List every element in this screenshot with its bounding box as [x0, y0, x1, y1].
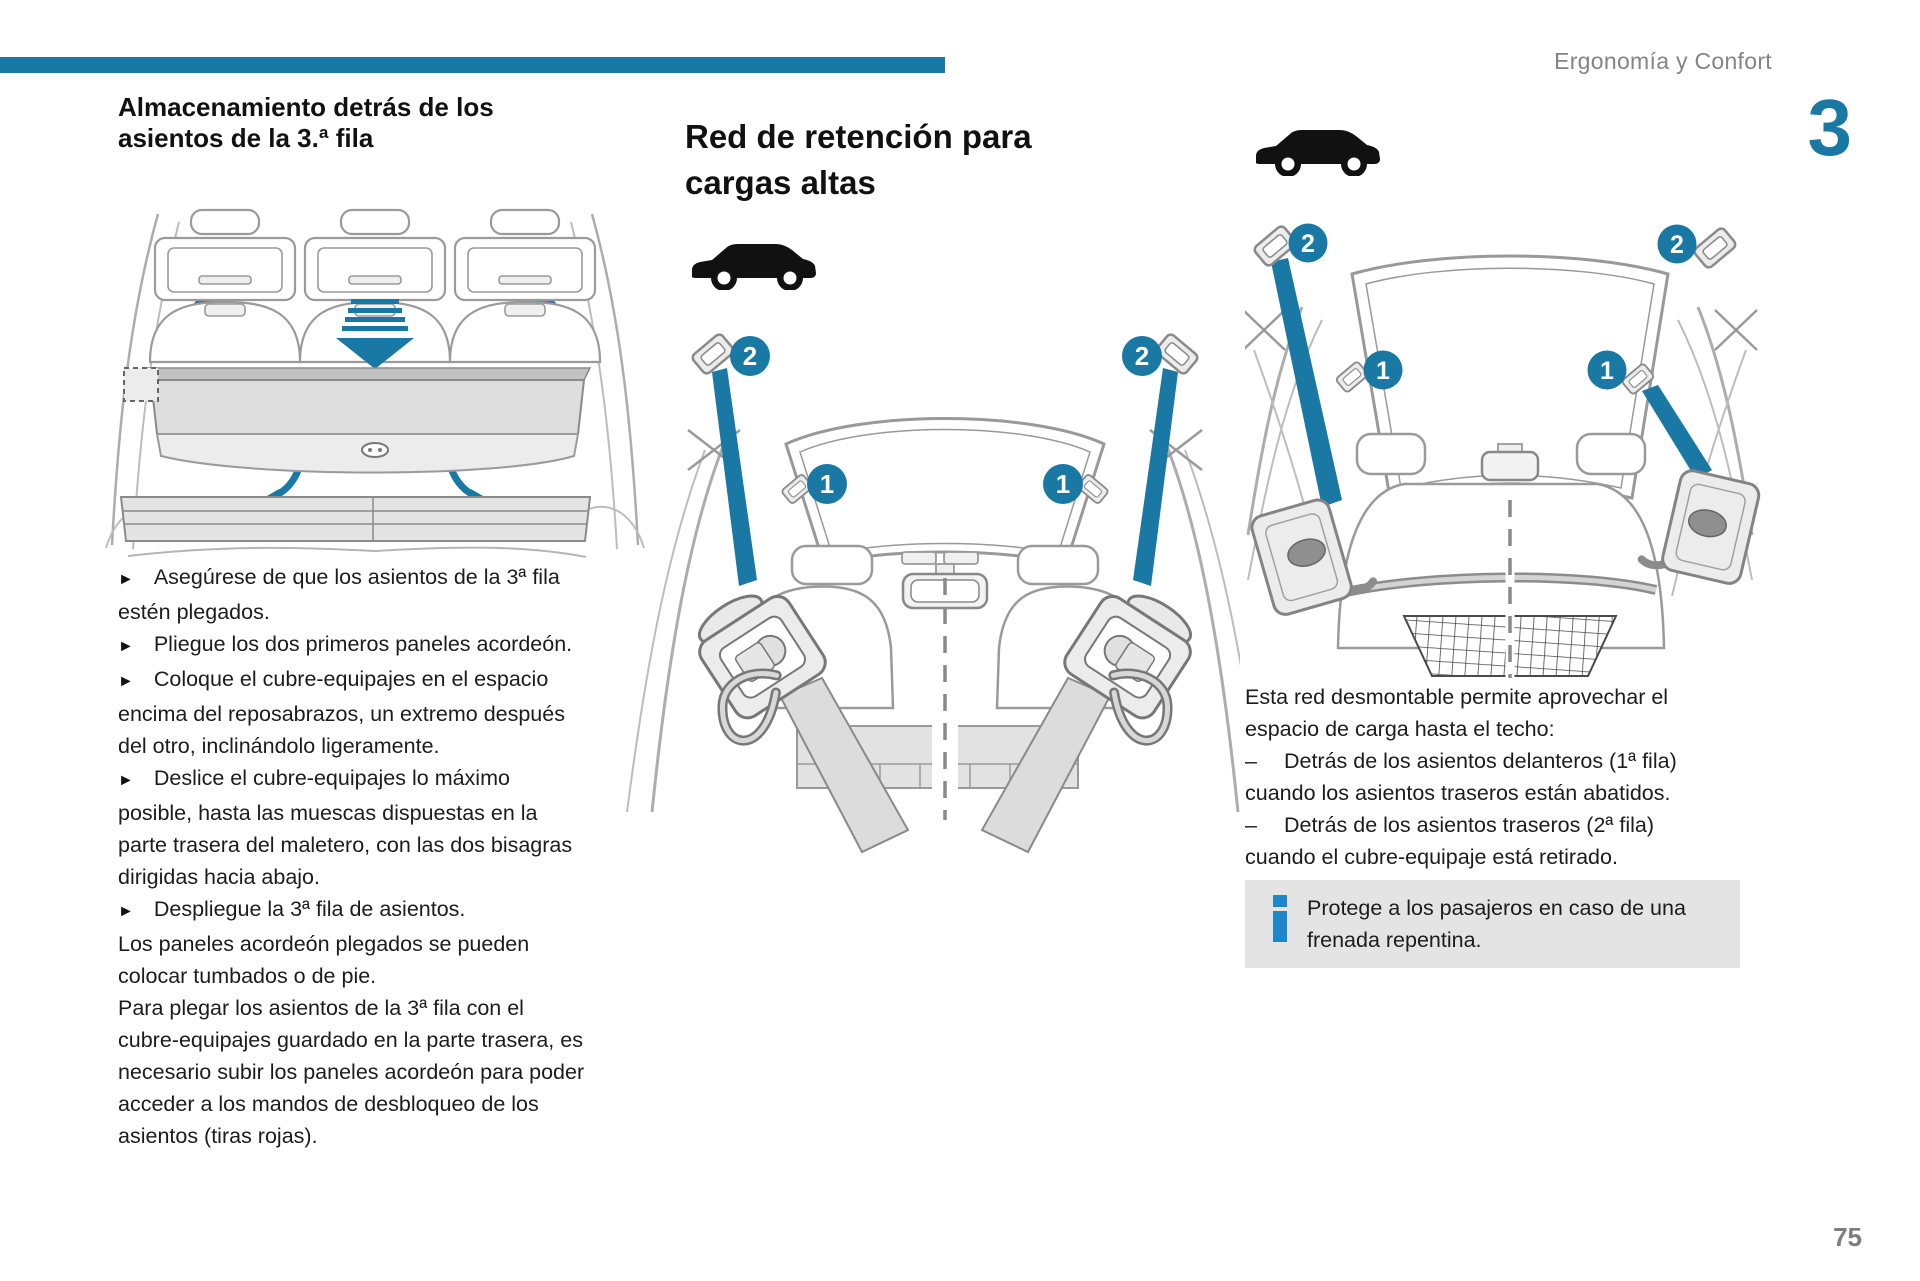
instruction-paragraph: ►Deslice el cubre-equipajes lo máximo po… [118, 766, 573, 889]
info-box: Protege a los pasajeros en caso de una f… [1245, 880, 1740, 968]
svg-text:1: 1 [1056, 469, 1070, 499]
info-box-text: Protege a los pasajeros en caso de una f… [1307, 896, 1686, 952]
badge-1: 1 [1587, 350, 1627, 390]
cargo-cover-panel [149, 379, 586, 435]
description-paragraph: –Detrás de los asientos traseros (2ª fil… [1245, 813, 1654, 869]
badge-1: 1 [1043, 464, 1083, 504]
description-paragraph: Esta red desmontable permite aprovechar … [1245, 685, 1669, 741]
middle-heading: Red de retención para cargas altas [685, 118, 1032, 201]
net-hook-plate [1637, 469, 1761, 585]
svg-text:2: 2 [743, 341, 757, 371]
svg-text:2: 2 [1135, 341, 1149, 371]
svg-text:1: 1 [1600, 357, 1614, 385]
right-description: Esta red desmontable permite aprovechar … [1245, 681, 1805, 873]
dash-marker: – [1245, 813, 1257, 837]
svg-text:2: 2 [1301, 230, 1315, 258]
instruction-paragraph: Para plegar los asientos de la 3ª fila c… [118, 996, 585, 1148]
svg-text:1: 1 [1376, 357, 1390, 385]
badge-2: 2 [1288, 223, 1328, 263]
bullet-marker: ► [118, 772, 134, 789]
car-icon [692, 244, 816, 290]
anchor-icon [1334, 360, 1370, 394]
headrest [1016, 544, 1100, 586]
chapter-number: 3 [1807, 83, 1853, 172]
badge-1: 1 [1363, 350, 1403, 390]
shelf-latch [361, 442, 389, 458]
svg-text:1: 1 [820, 469, 834, 499]
headrest [790, 544, 874, 586]
anchor-icon [1691, 225, 1739, 271]
svg-text:2: 2 [1670, 231, 1684, 259]
badge-1: 1 [807, 464, 847, 504]
buckle-half [670, 331, 910, 854]
anchor-icon [689, 331, 737, 377]
instruction-paragraph: ►Asegúrese de que los asientos de la 3ª … [118, 565, 560, 624]
instruction-paragraph: ►Coloque el cubre-equipajes en el espaci… [118, 667, 565, 758]
net-strap [1271, 258, 1342, 507]
seat-row3-left [148, 208, 302, 364]
net-hook-plate [1250, 498, 1378, 616]
dashed-slot-marker [123, 367, 159, 402]
seat-back [1336, 482, 1666, 650]
car-icon [1256, 130, 1380, 176]
folded-panels [119, 496, 592, 542]
retention-net-strap-illustration: 2 2 1 1 [626, 331, 1240, 854]
bullet-marker: ► [118, 638, 134, 655]
headrest [1575, 432, 1647, 476]
rear-window [784, 417, 1106, 566]
belt-strap [778, 676, 910, 854]
badge-2: 2 [1122, 336, 1162, 376]
section-title: Ergonomía y Confort [1554, 48, 1772, 74]
bullet-marker: ► [118, 903, 134, 920]
rearview-mirror [1480, 450, 1540, 482]
instruction-paragraph: Los paneles acordeón plegados se pueden … [118, 932, 530, 988]
instruction-paragraph: ►Despliegue la 3ª fila de asientos. [118, 897, 466, 921]
down-arrow-icon [336, 299, 414, 369]
net-strap [712, 368, 757, 586]
badge-2: 2 [1657, 224, 1697, 264]
net-strap [1642, 385, 1712, 479]
bullet-marker: ► [118, 571, 134, 588]
description-paragraph: –Detrás de los asientos delanteros (1ª f… [1245, 749, 1677, 805]
bullet-marker: ► [118, 673, 134, 690]
retention-net-installed-illustration: 2 2 1 1 [1245, 223, 1761, 678]
headrest [1355, 432, 1427, 476]
instruction-paragraph: ►Pliegue los dos primeros paneles acorde… [118, 632, 573, 656]
info-icon [1273, 895, 1287, 945]
page-number: 75 [1833, 1222, 1862, 1252]
left-heading: Almacenamiento detrás de los asientos de… [118, 92, 494, 153]
dash-marker: – [1245, 749, 1257, 773]
left-instructions: ►Asegúrese de que los asientos de la 3ª … [118, 561, 678, 1152]
cargo-cover-edge [143, 367, 592, 381]
top-rule [0, 57, 945, 73]
strap-half [626, 368, 757, 813]
badge-2: 2 [730, 336, 770, 376]
cargo-cover-illustration [105, 208, 645, 558]
